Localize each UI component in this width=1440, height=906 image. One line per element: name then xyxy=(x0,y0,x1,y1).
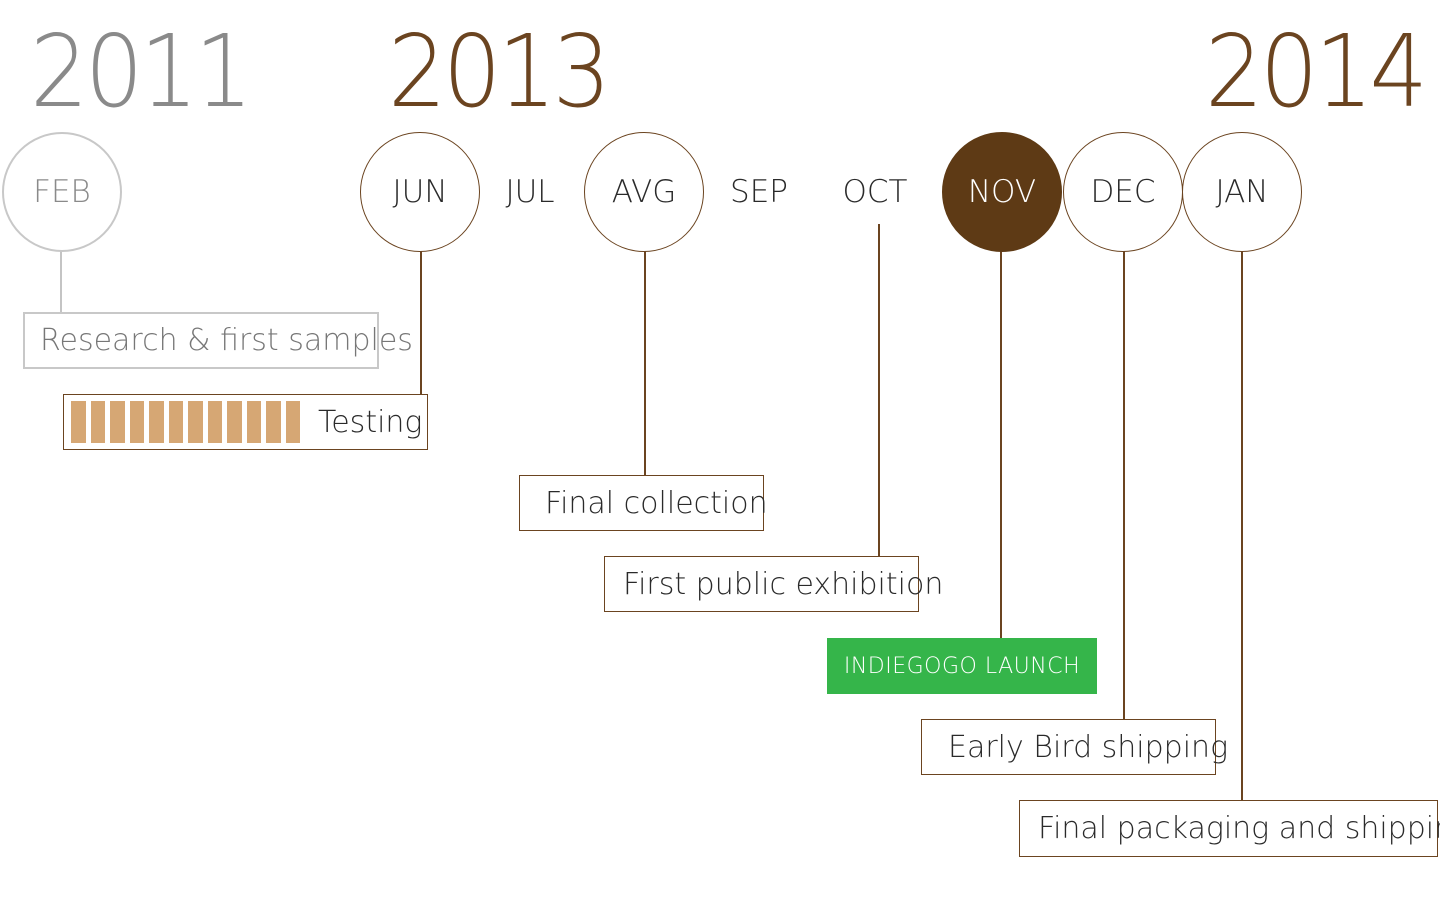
month-nov: NOV xyxy=(942,132,1062,252)
milestone-early-bird-shipping: Early Bird shipping xyxy=(921,719,1228,775)
connector-jan xyxy=(1241,251,1243,803)
month-avg: AVG xyxy=(584,132,704,252)
milestone-final-collection: Final collection xyxy=(519,475,768,531)
month-sep: SEP xyxy=(730,174,788,210)
progress-segment xyxy=(285,401,300,443)
progress-segment xyxy=(168,401,183,443)
milestone-testing: Testing xyxy=(63,394,428,450)
month-jan: JAN xyxy=(1182,132,1302,252)
connector-nov xyxy=(1000,251,1002,639)
year-2011: 2011 xyxy=(30,13,253,130)
progress-segment xyxy=(266,401,281,443)
testing-progress-bar xyxy=(71,401,300,443)
connector-dec xyxy=(1123,251,1125,721)
connector-jun xyxy=(420,251,422,396)
year-2013: 2013 xyxy=(388,13,611,130)
month-jul: JUL xyxy=(505,174,555,210)
month-feb: FEB xyxy=(2,132,122,252)
progress-segment xyxy=(207,401,222,443)
progress-segment xyxy=(71,401,86,443)
milestone-research: Research & first samples xyxy=(23,312,413,369)
connector-avg xyxy=(644,251,646,477)
progress-segment xyxy=(188,401,203,443)
progress-segment xyxy=(227,401,242,443)
progress-segment xyxy=(90,401,105,443)
connector-oct xyxy=(878,224,880,558)
connector-feb xyxy=(60,251,62,313)
milestone-indiegogo-launch: INDIEGOGO LAUNCH xyxy=(827,638,1097,694)
milestone-final-packaging: Final packaging and shipping xyxy=(1019,800,1440,857)
month-jun: JUN xyxy=(360,132,480,252)
progress-segment xyxy=(129,401,144,443)
progress-segment xyxy=(110,401,125,443)
month-dec: DEC xyxy=(1063,132,1183,252)
progress-segment xyxy=(149,401,164,443)
milestone-testing-label: Testing xyxy=(318,404,423,440)
month-oct: OCT xyxy=(842,174,908,210)
milestone-first-public-exhibition: First public exhibition xyxy=(604,556,943,612)
year-2014: 2014 xyxy=(1205,13,1428,130)
progress-segment xyxy=(246,401,261,443)
